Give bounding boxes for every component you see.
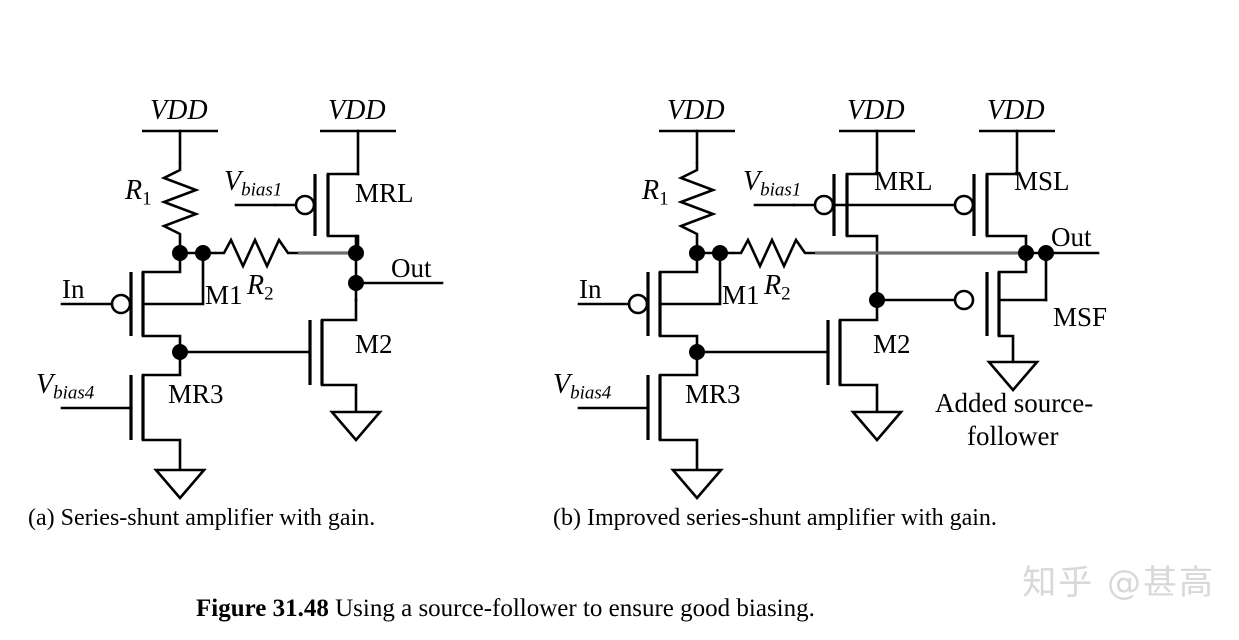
- label-vbias1-b-base: V: [743, 166, 761, 197]
- label-mr3-b: MR3: [685, 379, 741, 409]
- junction-dot-a-2: [195, 245, 211, 261]
- label-vbias4-a-base: V: [36, 369, 54, 400]
- circuit-b-graphics: [577, 129, 1100, 500]
- label-r2-b: R2: [764, 270, 791, 305]
- label-r2-a-sub: 2: [264, 283, 274, 305]
- label-m2-a: M2: [355, 329, 393, 359]
- circuit-a-graphics: [60, 129, 444, 500]
- msf-b-drain-lead: [997, 334, 1015, 364]
- label-m2-b: M2: [873, 329, 911, 359]
- figure-number: Figure 31.48: [196, 595, 329, 622]
- label-mr3-a: MR3: [168, 379, 224, 409]
- junction-dot-a-4: [348, 275, 364, 291]
- label-mrl-a: MRL: [355, 178, 414, 208]
- subcaption-a: (a) Series-shunt amplifier with gain.: [28, 505, 376, 531]
- resistor-r2-b: [732, 236, 817, 270]
- label-out-a: Out: [391, 253, 432, 283]
- ground-b-mr3-icon: [670, 468, 724, 500]
- annotation-added-source-follower-line1: Added source-: [935, 388, 1094, 418]
- m2-b-source-lead: [838, 383, 879, 414]
- label-vdd-a-left: VDD: [150, 95, 208, 126]
- label-in-a: In: [62, 274, 85, 304]
- label-msf-b: MSF: [1053, 302, 1108, 332]
- ground-a-m2-icon: [329, 410, 383, 442]
- label-vdd-a-right: VDD: [328, 95, 386, 126]
- label-vbias1-a-sub: bias1: [241, 179, 283, 201]
- label-r1-a-base: R: [125, 175, 143, 206]
- label-vbias4-a: Vbias4: [36, 369, 95, 404]
- ground-b-msf-icon: [986, 360, 1040, 392]
- junction-dot-b-2: [712, 245, 728, 261]
- mrl-a-gate-bubble-icon: [294, 194, 316, 216]
- m2-a-source-lead: [320, 383, 358, 414]
- label-r2-a: R2: [247, 270, 274, 305]
- label-vbias4-b-sub: bias4: [570, 382, 612, 404]
- label-vbias4-b: Vbias4: [553, 369, 612, 404]
- label-vdd-b-mid: VDD: [847, 95, 905, 126]
- label-r1-a: R1: [125, 175, 152, 210]
- label-mrl-b: MRL: [874, 166, 933, 196]
- label-vdd-b-left: VDD: [667, 95, 725, 126]
- resistor-r1-b: [677, 162, 717, 253]
- ground-a-mr3-icon: [153, 468, 207, 500]
- label-vbias4-a-sub: bias4: [53, 382, 95, 404]
- label-r2-b-sub: 2: [781, 283, 791, 305]
- label-vbias1-b-sub: bias1: [760, 179, 802, 201]
- m1-b-gate-bubble-icon: [627, 293, 649, 315]
- label-in-b: In: [579, 274, 602, 304]
- label-vbias1-a-base: V: [224, 166, 242, 197]
- junction-dot-b-6: [869, 292, 885, 308]
- junction-dot-b-4: [1038, 245, 1054, 261]
- label-r2-a-base: R: [247, 270, 265, 301]
- junction-dot-b-5: [689, 344, 705, 360]
- m1-a-gate-bubble-icon: [110, 293, 132, 315]
- figure-caption: Figure 31.48 Using a source-follower to …: [196, 595, 815, 623]
- m1-a-bulk-lead: [141, 251, 205, 306]
- label-vbias1-b: Vbias1: [743, 166, 802, 201]
- label-r2-b-base: R: [764, 270, 782, 301]
- label-r1-a-sub: 1: [142, 188, 152, 210]
- label-r1-b-sub: 1: [659, 188, 669, 210]
- subcaption-b: (b) Improved series-shunt amplifier with…: [553, 505, 997, 531]
- label-msl-b: MSL: [1014, 166, 1070, 196]
- m2-a-drain-lead: [320, 298, 358, 322]
- junction-dot-a-5: [172, 344, 188, 360]
- junction-dot-b-3: [1018, 245, 1034, 261]
- label-r1-b: R1: [642, 175, 669, 210]
- junction-dot-a-1: [172, 245, 188, 261]
- resistor-r2-a: [215, 236, 300, 270]
- ground-b-m2-icon: [850, 410, 904, 442]
- resistor-r1-a: [160, 162, 200, 253]
- label-vbias4-b-base: V: [553, 369, 571, 400]
- watermark: 知乎 @甚高: [1022, 563, 1215, 603]
- label-r1-b-base: R: [642, 175, 660, 206]
- label-m1-a: M1: [205, 280, 243, 310]
- mr3-b-source-lead: [658, 438, 699, 472]
- junction-dot-a-3: [348, 245, 364, 261]
- junction-dot-b-1: [689, 245, 705, 261]
- mr3-a-source-lead: [141, 438, 182, 472]
- label-m1-b: M1: [722, 280, 760, 310]
- label-vdd-b-right: VDD: [987, 95, 1045, 126]
- msl-b-gate-bubble-icon: [953, 194, 975, 216]
- annotation-added-source-follower-line2: follower: [967, 421, 1059, 451]
- label-vbias1-a: Vbias1: [224, 166, 283, 201]
- label-out-b: Out: [1051, 222, 1092, 252]
- msf-b-gate-bubble-icon: [953, 289, 975, 311]
- figure-caption-text: Using a source-follower to ensure good b…: [335, 595, 815, 622]
- mrl-b-gate-bubble-icon: [813, 194, 835, 216]
- mrl-b-drain-lead: [845, 234, 879, 302]
- m1-b-bulk-lead: [658, 251, 722, 306]
